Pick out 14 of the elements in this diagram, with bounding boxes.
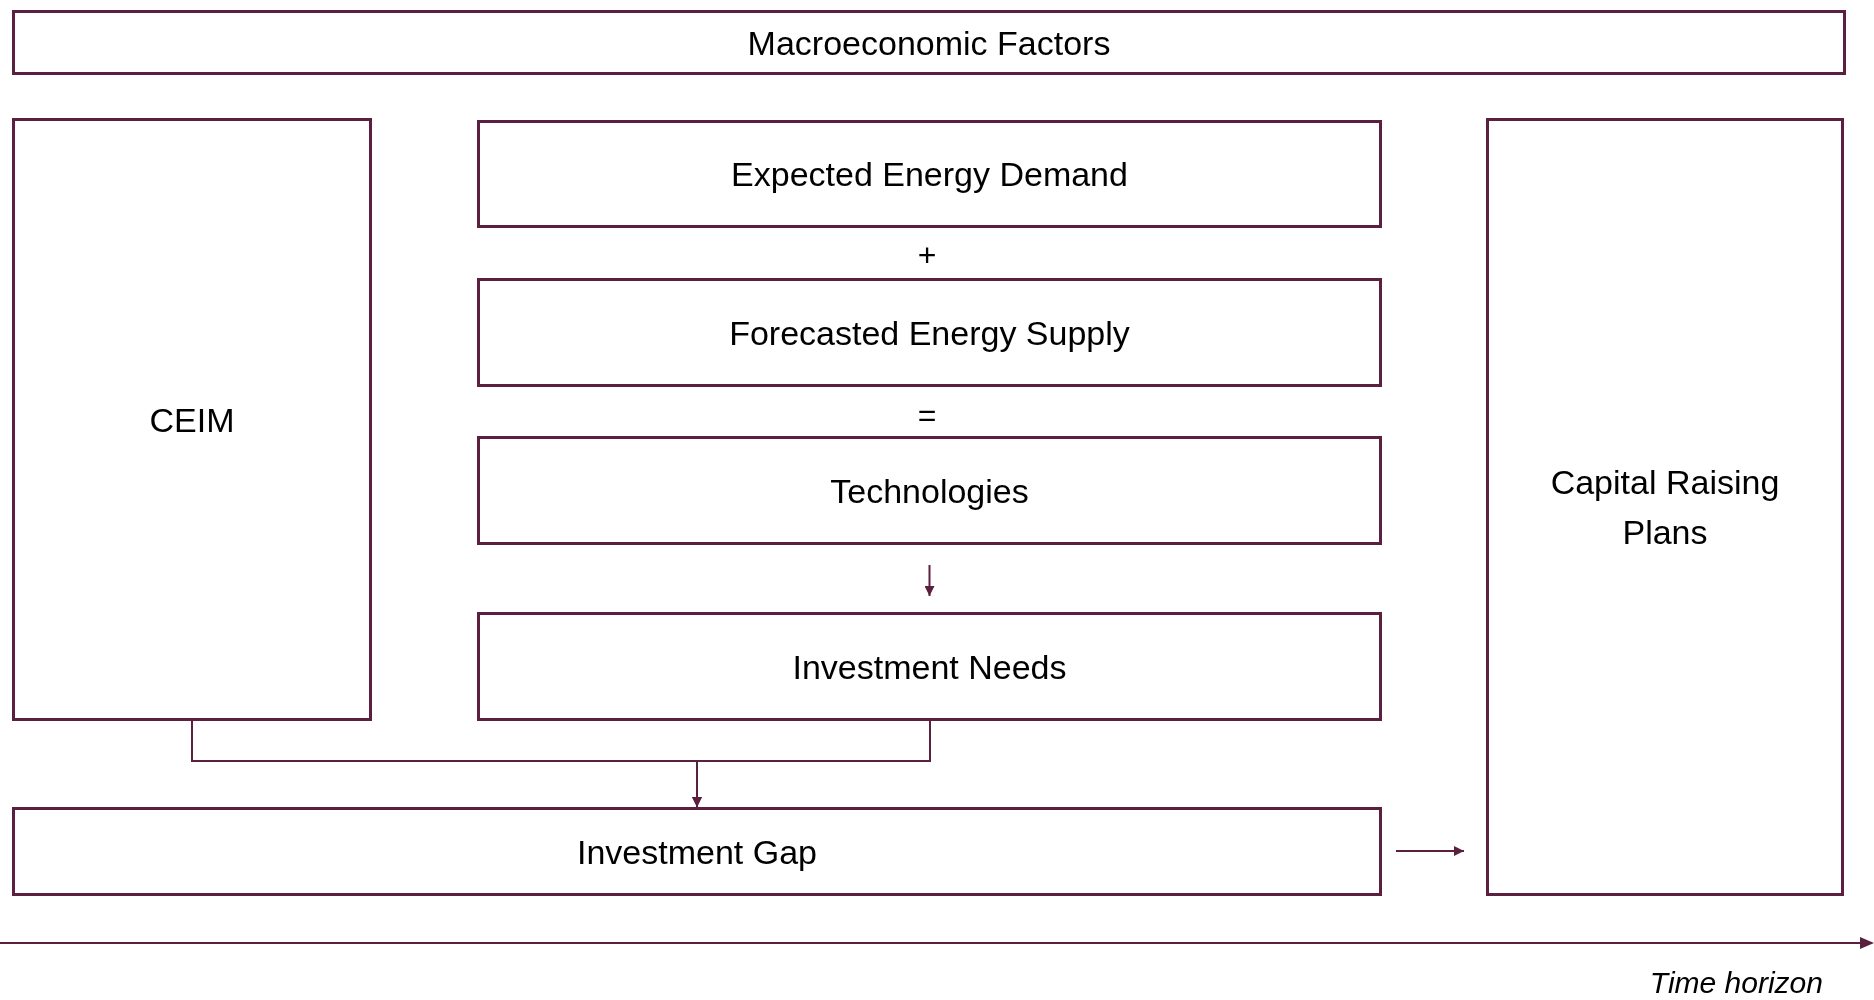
operator-sign: = [917,399,937,431]
process-box: Forecasted Energy Supply [477,278,1382,387]
arrow [1395,846,1465,856]
operator-sign: + [917,239,937,271]
arrow [924,564,935,597]
arrow [692,720,931,808]
process-box: Macroeconomic Factors [12,10,1846,75]
process-box: Investment Needs [477,612,1382,721]
process-box: Investment Gap [12,807,1382,896]
process-box: CEIM [12,118,372,721]
process-box: Capital Raising Plans [1486,118,1844,896]
process-box: Expected Energy Demand [477,120,1382,228]
process-box: Technologies [477,436,1382,545]
axis-label: Time horizon [1649,968,1823,998]
